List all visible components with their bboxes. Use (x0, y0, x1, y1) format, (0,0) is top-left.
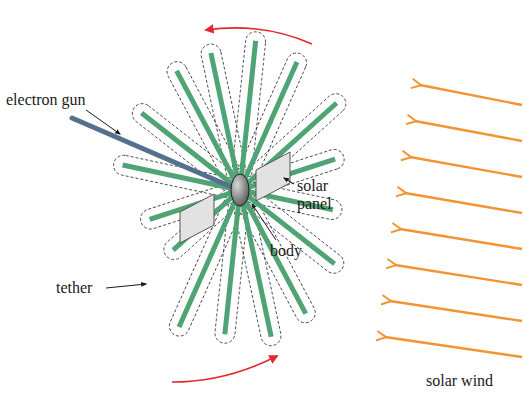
part-label: solar wind (426, 372, 493, 390)
tether (177, 71, 306, 314)
wind-arrow (415, 121, 522, 141)
rotation-arrow (206, 28, 312, 44)
part-label: tether (56, 279, 92, 297)
wind-arrow (395, 265, 522, 285)
wind-arrow (420, 85, 522, 105)
leader-line (106, 284, 146, 288)
solar-wind-arrows (385, 85, 522, 357)
wind-arrow (390, 301, 522, 321)
solar-panel (256, 152, 290, 201)
rotation-arrow (172, 356, 277, 382)
leader-line (86, 110, 120, 134)
leader-line (284, 178, 294, 184)
tether-outline (166, 50, 310, 340)
solar-panel (180, 194, 214, 243)
part-label: solar panel (297, 177, 345, 212)
part-label: body (270, 242, 302, 260)
electron-gun (72, 118, 234, 188)
wind-arrow (400, 229, 522, 249)
spacecraft-body (231, 174, 249, 206)
wind-arrow (385, 337, 522, 357)
leader-line (252, 204, 276, 240)
tether-outline (128, 100, 348, 278)
tether (179, 62, 297, 327)
tether-outlines (112, 31, 350, 348)
wind-arrow (405, 193, 522, 213)
tether-outline (164, 58, 319, 326)
tether (173, 103, 336, 250)
wind-arrow (410, 157, 522, 177)
part-label: electron gun (6, 91, 86, 109)
